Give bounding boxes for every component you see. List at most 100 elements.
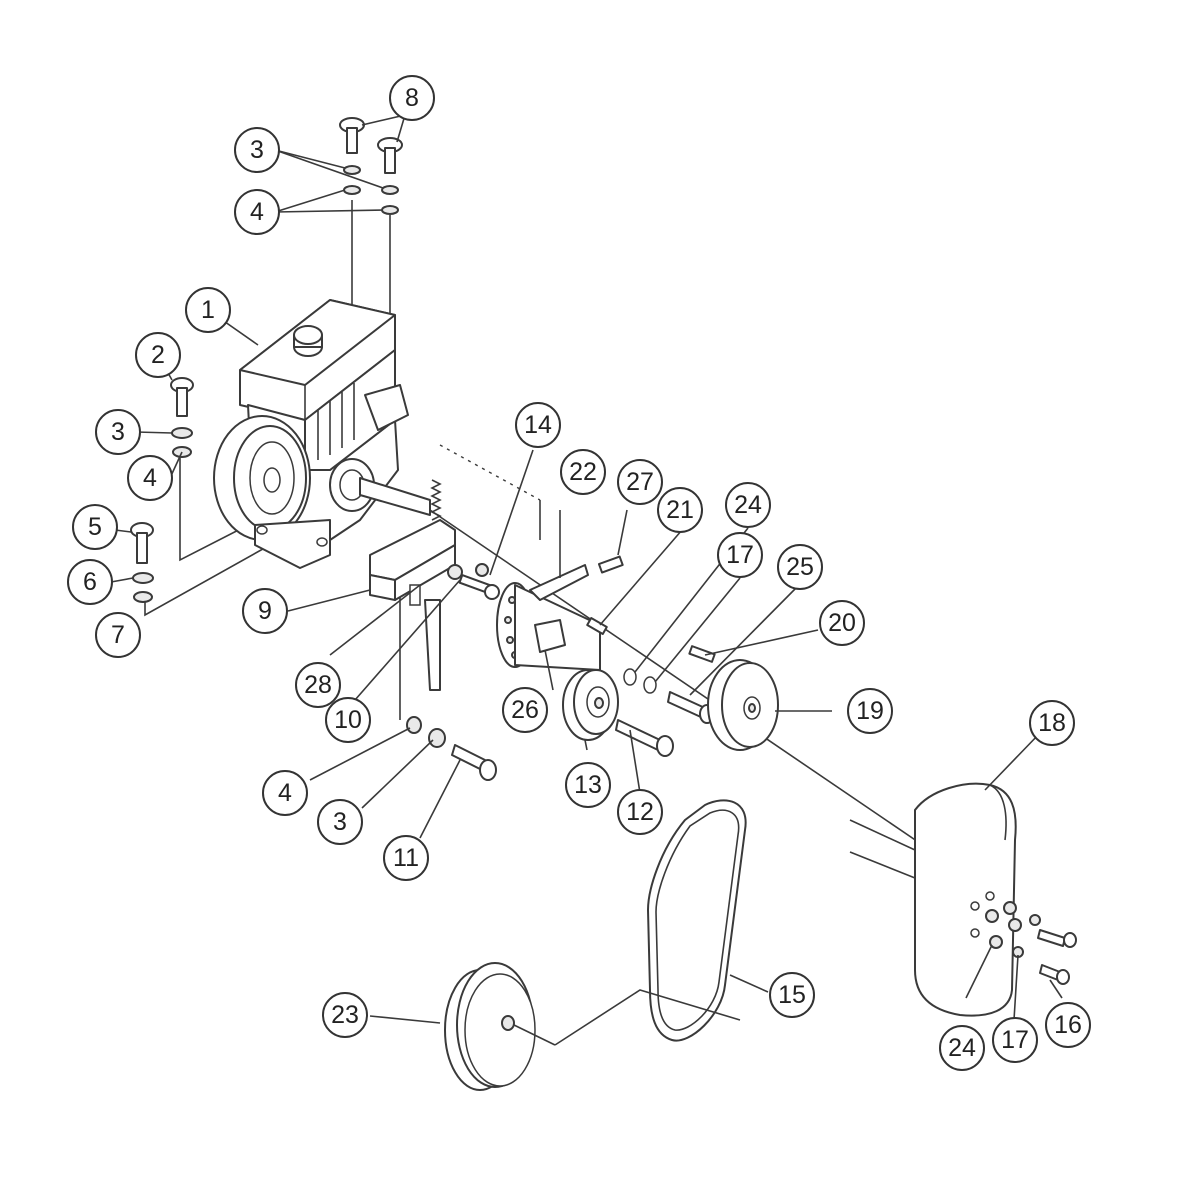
callout-circle [325,697,371,743]
callout-circle [262,770,308,816]
callout-circle [847,688,893,734]
callout-label: 17 [726,541,754,569]
callout-label: 18 [1038,709,1066,737]
callout-circle [95,612,141,658]
callout-6: 6 [67,559,113,605]
callout-7: 7 [95,612,141,658]
callout-19: 19 [847,688,893,734]
callout-9: 9 [242,588,288,634]
callout-circle [95,409,141,455]
bracket-assembly [369,479,500,691]
callout-label: 22 [569,458,597,486]
bolt-12 [615,719,674,757]
jackshaft-housing [496,555,624,671]
callout-bubbles: 1233344456789101112131415161717181920212… [67,75,1091,1071]
callout-label: 27 [626,468,654,496]
callout-circle [657,487,703,533]
callout-23: 23 [322,992,368,1038]
callout-circle [565,762,611,808]
callout-label: 4 [278,779,292,807]
callout-22: 22 [560,449,606,495]
callout-label: 3 [111,418,125,446]
callout-circle [234,189,280,235]
assembly-lines [144,200,931,879]
callout-label: 19 [856,697,884,725]
large-pulley [444,962,741,1091]
callout-label: 2 [151,341,165,369]
callout-label: 3 [333,808,347,836]
callout-circle [234,127,280,173]
callout-label: 23 [331,1001,359,1029]
callout-circle [515,402,561,448]
callout-21: 21 [657,487,703,533]
callout-label: 25 [786,553,814,581]
callout-3: 3 [317,799,363,845]
callout-4: 4 [234,189,280,235]
engine-assembly [213,299,431,569]
callout-label: 13 [574,771,602,799]
callout-label: 10 [334,706,362,734]
callout-circle [242,588,288,634]
callout-4: 4 [127,455,173,501]
callout-circle [383,835,429,881]
callout-label: 16 [1054,1011,1082,1039]
callout-circle [389,75,435,121]
callout-circle [617,459,663,505]
callout-label: 7 [111,621,125,649]
callout-20: 20 [819,600,865,646]
callout-26: 26 [502,687,548,733]
callout-2: 2 [135,332,181,378]
callout-3: 3 [95,409,141,455]
callout-circle [72,504,118,550]
callout-16: 16 [1045,1002,1091,1048]
callout-label: 28 [304,671,332,699]
callout-label: 24 [734,491,762,519]
callout-3: 3 [234,127,280,173]
callout-circle [295,662,341,708]
callout-circle [617,789,663,835]
callout-circle [717,532,763,578]
callout-label: 15 [778,981,806,1009]
callout-18: 18 [1029,700,1075,746]
callout-5: 5 [72,504,118,550]
callout-25: 25 [777,544,823,590]
callout-circle [67,559,113,605]
callout-label: 6 [83,568,97,596]
callout-28: 28 [295,662,341,708]
top-bolt-hardware [339,117,403,215]
callout-circle [939,1025,985,1071]
callout-circle [135,332,181,378]
belt-guard [914,782,1077,1021]
pulley-19-hardware [623,645,779,751]
callout-12: 12 [617,789,663,835]
callout-24: 24 [939,1025,985,1071]
callout-label: 12 [626,798,654,826]
callout-24: 24 [725,482,771,528]
callout-circle [777,544,823,590]
callout-circle [769,972,815,1018]
callout-circle [1029,700,1075,746]
callout-17: 17 [992,1017,1038,1063]
callout-label: 26 [511,696,539,724]
callout-circle [992,1017,1038,1063]
callout-label: 8 [405,84,419,112]
callout-label: 5 [88,513,102,541]
callout-circle [725,482,771,528]
callout-label: 20 [828,609,856,637]
callout-label: 1 [201,296,215,324]
callout-circle [185,287,231,333]
callout-10: 10 [325,697,371,743]
drive-belt [647,799,747,1042]
callout-15: 15 [769,972,815,1018]
callout-label: 21 [666,496,694,524]
callout-17: 17 [717,532,763,578]
callout-label: 9 [258,597,272,625]
callout-circle [322,992,368,1038]
callout-label: 17 [1001,1026,1029,1054]
callout-circle [560,449,606,495]
callout-4: 4 [262,770,308,816]
callout-label: 3 [250,136,264,164]
callout-circle [1045,1002,1091,1048]
